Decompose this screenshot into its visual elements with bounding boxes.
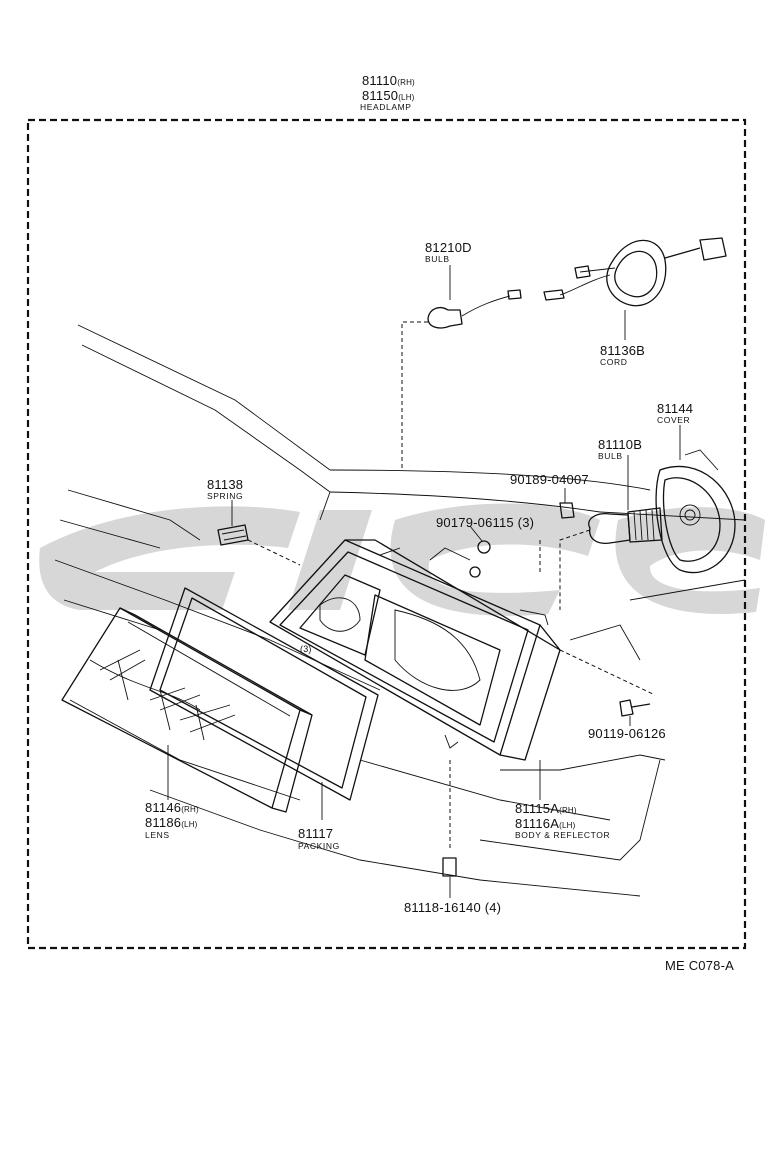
footer-code: ME C078-A — [665, 958, 734, 973]
bulb-small-part: 81210D — [425, 240, 472, 255]
cord-part: 81136B — [600, 343, 645, 358]
body-reflector-illustration — [269, 539, 561, 761]
small-bulb-illustration — [427, 289, 522, 329]
cover-illustration — [655, 449, 736, 574]
cord-name: CORD — [600, 357, 627, 367]
nut-90179-shape — [477, 540, 491, 554]
packing-illustration — [149, 587, 379, 801]
spring-part: 81138 — [207, 477, 243, 492]
cover-part: 81144 — [657, 401, 693, 416]
headlamp-assembly-frame — [26, 118, 747, 950]
fasteners — [442, 502, 651, 877]
header-part-rh: 81110(RH) — [362, 73, 415, 88]
lens-name: LENS — [145, 830, 170, 840]
packing-name: PACKING — [298, 841, 340, 851]
packing-part: 81117 — [298, 826, 333, 841]
header-part-lh: 81150(LH) — [362, 88, 415, 103]
body-part-lh: 81116A(LH) — [515, 816, 576, 831]
cord-illustration — [543, 237, 727, 307]
body-part-rh: 81115A(RH) — [515, 801, 577, 816]
bulb-main-name: BULB — [598, 451, 623, 461]
assembly-lines — [247, 321, 656, 850]
bolt-head-shape — [619, 699, 634, 717]
qty-mark: (3) — [300, 644, 312, 654]
cover-name: COVER — [657, 415, 690, 425]
lens-part-rh: 81146(RH) — [145, 800, 199, 815]
body-name: BODY & REFLECTOR — [515, 830, 610, 840]
watermark — [39, 503, 765, 616]
bulb-main-part: 81110B — [598, 437, 642, 452]
lens-part-lh: 81186(LH) — [145, 815, 198, 830]
nut-90189-shape — [559, 502, 575, 519]
header-name: HEADLAMP — [360, 102, 412, 112]
leader-lines — [167, 265, 681, 898]
clip-part: 81118-16140 (4) — [404, 900, 501, 915]
nut-top-part: 90189-04007 — [510, 472, 589, 487]
spring-name: SPRING — [207, 491, 243, 501]
bolt-part: 90119-06126 — [588, 726, 666, 741]
bulb-small-name: BULB — [425, 254, 450, 264]
clip-shape — [442, 857, 457, 877]
car-body-outline — [54, 324, 746, 897]
nut-mid-part: 90179-06115 (3) — [436, 515, 534, 530]
